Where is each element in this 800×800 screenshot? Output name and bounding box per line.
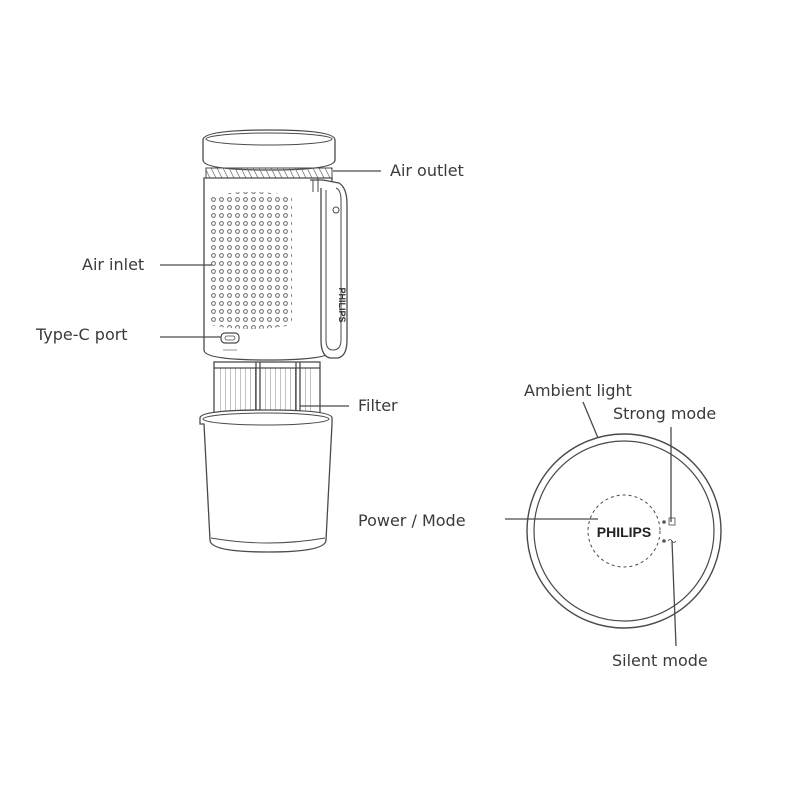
power-mode-button [587,494,661,568]
label-type-c-port: Type-C port [36,325,128,344]
silent-mode-icon [662,539,677,543]
ambient-light-ring-inner [533,440,715,622]
label-ambient-light: Ambient light [524,381,632,400]
label-power-mode: Power / Mode [358,511,466,530]
leader-lines [160,170,677,647]
strong-mode-icon [662,517,676,526]
label-strong-mode: Strong mode [613,404,717,423]
bottom-cup [199,409,333,553]
type-c-port [220,332,240,351]
top-view-panel: PHILIPS [526,433,722,629]
carry-strap: PHILIPS [310,178,348,359]
leader-silent-mode [671,540,677,647]
top-brand-logo: PHILIPS [597,524,651,540]
label-air-outlet: Air outlet [390,161,464,180]
label-silent-mode: Silent mode [612,651,708,670]
label-air-inlet: Air inlet [82,255,145,274]
top-cap [202,129,336,171]
purifier-device: PHILIPS PHILIPS [199,129,722,629]
ambient-light-ring-outer [526,433,722,629]
strap-brand-logo: PHILIPS [337,287,347,322]
leader-ambient-light [582,401,599,439]
label-filter: Filter [358,396,398,415]
air-inlet-grille [210,192,292,329]
